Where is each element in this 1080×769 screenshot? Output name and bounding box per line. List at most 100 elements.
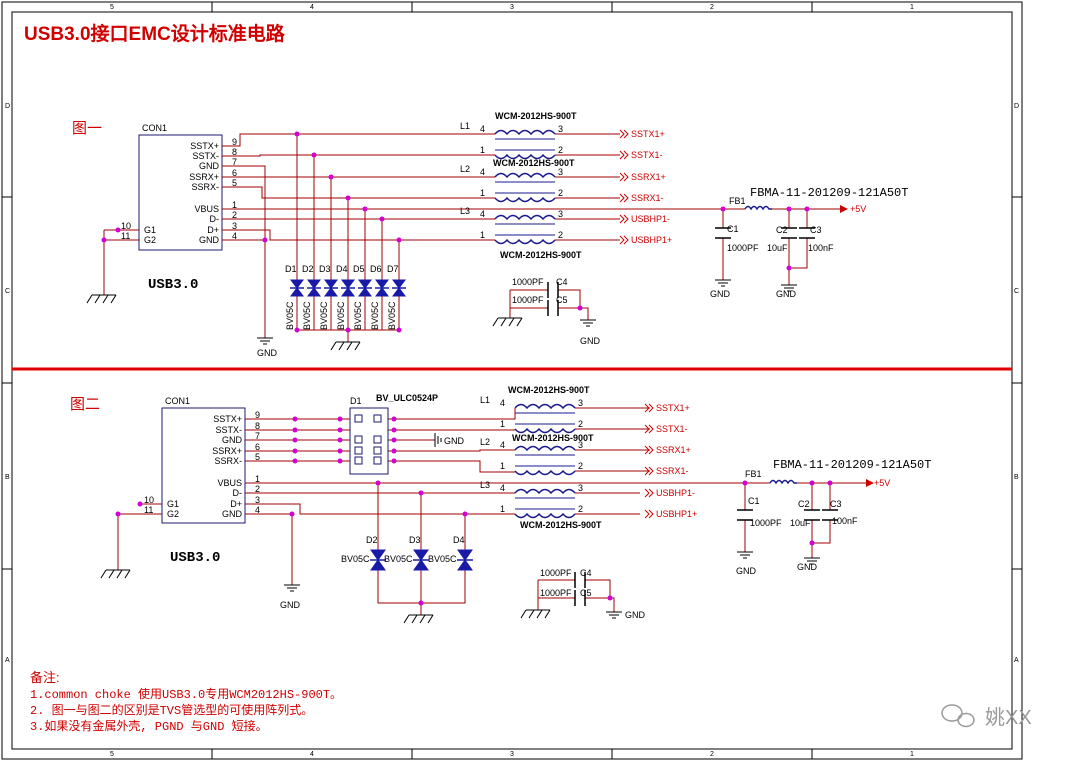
svg-text:1: 1: [500, 419, 505, 429]
svg-text:3: 3: [578, 483, 583, 493]
border-col-5-bottom: 5: [110, 751, 114, 758]
border-col-1-top: 1: [910, 4, 914, 11]
fig1-pin-name: GND: [199, 235, 220, 245]
fig2-gnd-label-3: GND: [797, 562, 818, 572]
fig1-choke-part-label: WCM-2012HS-900T: [495, 111, 577, 121]
fig1-c4-val: 1000PF: [512, 277, 544, 287]
svg-text:D5: D5: [353, 264, 365, 274]
fig2-pin-name: D-: [233, 488, 243, 498]
svg-text:1: 1: [480, 145, 485, 155]
border-col-1-bottom: 1: [910, 751, 914, 758]
fig2-pin-name: D+: [230, 499, 242, 509]
fig1-gnd-label-4: GND: [580, 336, 601, 346]
fig2-gnd-label-4: GND: [625, 610, 646, 620]
fig1-gpin-num: 10: [121, 221, 131, 231]
fig1-c2-ref: C2: [776, 225, 788, 235]
fig2-array-ground-symbol: [434, 433, 442, 447]
svg-text:4: 4: [480, 167, 485, 177]
border-col-4-top: 4: [310, 4, 314, 11]
fig1-net-arrow: [619, 150, 629, 160]
fig2-c1-ref: C1: [748, 496, 760, 506]
border-row-a-left: A: [5, 657, 10, 664]
fig1-label: 图一: [72, 120, 102, 137]
fig2-gpin-num: 11: [144, 505, 153, 515]
fig2-net-label: USBHP1+: [656, 509, 697, 519]
fig2-vcc: +5V: [874, 478, 890, 488]
fig1-c1-ref: C1: [727, 224, 739, 234]
svg-text:3: 3: [558, 167, 563, 177]
fig2-pin-num: 6: [255, 442, 260, 452]
fig1-c5-ref: C5: [556, 295, 568, 305]
fig2-pin-name: SSTX-: [215, 425, 242, 435]
fig2-choke-part-label: WCM-2012HS-900T: [520, 520, 602, 530]
svg-text:3: 3: [558, 209, 563, 219]
fig1-gnd-label-3: GND: [776, 289, 797, 299]
svg-text:2: 2: [558, 188, 563, 198]
note-line-2: 2. 图一与图二的区别是TVS管选型的可使用阵列式。: [30, 702, 313, 718]
watermark-logo-icon: [941, 704, 975, 728]
fig1-c3-val: 100nF: [808, 243, 834, 253]
fig2-c3-val: 100nF: [832, 516, 858, 526]
svg-text:L1: L1: [480, 395, 490, 405]
svg-text:L1: L1: [460, 121, 470, 131]
svg-text:BV05C: BV05C: [285, 301, 295, 330]
fig1-net-label: SSRX1-: [631, 193, 664, 203]
fig2-pin-num: 1: [255, 474, 260, 484]
svg-text:3: 3: [558, 124, 563, 134]
fig1-caps: [547, 227, 815, 316]
fig1-pin-num: 5: [232, 178, 237, 188]
fig2-grounds: [100, 551, 820, 624]
svg-text:BV05C: BV05C: [428, 554, 457, 564]
svg-text:BV05C: BV05C: [353, 301, 363, 330]
svg-text:BV05C: BV05C: [384, 554, 413, 564]
fig2-caps: [574, 509, 838, 606]
fig1-fb-ref: FB1: [729, 196, 746, 206]
fig2-choke-part-label: WCM-2012HS-900T: [512, 433, 594, 443]
fig2-choke-part-label: WCM-2012HS-900T: [508, 385, 590, 395]
svg-text:D1: D1: [285, 264, 297, 274]
fig1-pin-name: SSRX-: [191, 182, 219, 192]
sheet-border-outer: [1, 1, 1023, 760]
fig1-c3-ref: C3: [810, 225, 822, 235]
fig2-con-name: CON1: [165, 396, 190, 406]
fig1-pin-num: 3: [232, 221, 237, 231]
svg-text:L3: L3: [480, 480, 490, 490]
svg-text:D7: D7: [387, 264, 399, 274]
watermark-text: 姚XX: [985, 706, 1032, 729]
fig1-wires: [103, 133, 840, 342]
fig1-net-arrow: [619, 129, 629, 139]
svg-text:L2: L2: [460, 164, 470, 174]
fig1-fb-part: FBMA-11-201209-121A50T: [750, 186, 908, 200]
fig2-net-arrow: [644, 488, 654, 498]
note-line-1: 1.common choke 使用USB3.0专用WCM2012HS-900T。: [30, 686, 342, 702]
fig2-net-label: USBHP1-: [656, 488, 695, 498]
fig1-connector-body: [138, 134, 223, 251]
fig1-net-label: USBHP1+: [631, 235, 672, 245]
fig2-pin-num: 8: [255, 421, 260, 431]
fig1-c2-val: 10uF: [767, 243, 788, 253]
fig1-c5-val: 1000PF: [512, 295, 544, 305]
fig1-ferrite-bead: [744, 205, 772, 211]
fig1-vcc: +5V: [850, 204, 866, 214]
fig1-pin-name: D-: [210, 214, 220, 224]
svg-text:1: 1: [500, 504, 505, 514]
fig2-gnd-label-2: GND: [736, 566, 757, 576]
fig2-pin-num: 7: [255, 431, 260, 441]
fig2-c5-val: 1000PF: [540, 588, 572, 598]
svg-text:BV05C: BV05C: [319, 301, 329, 330]
border-col-2-top: 2: [710, 4, 714, 11]
svg-text:2: 2: [578, 419, 583, 429]
fig2-net-arrow: [644, 424, 654, 434]
svg-text:4: 4: [500, 398, 505, 408]
